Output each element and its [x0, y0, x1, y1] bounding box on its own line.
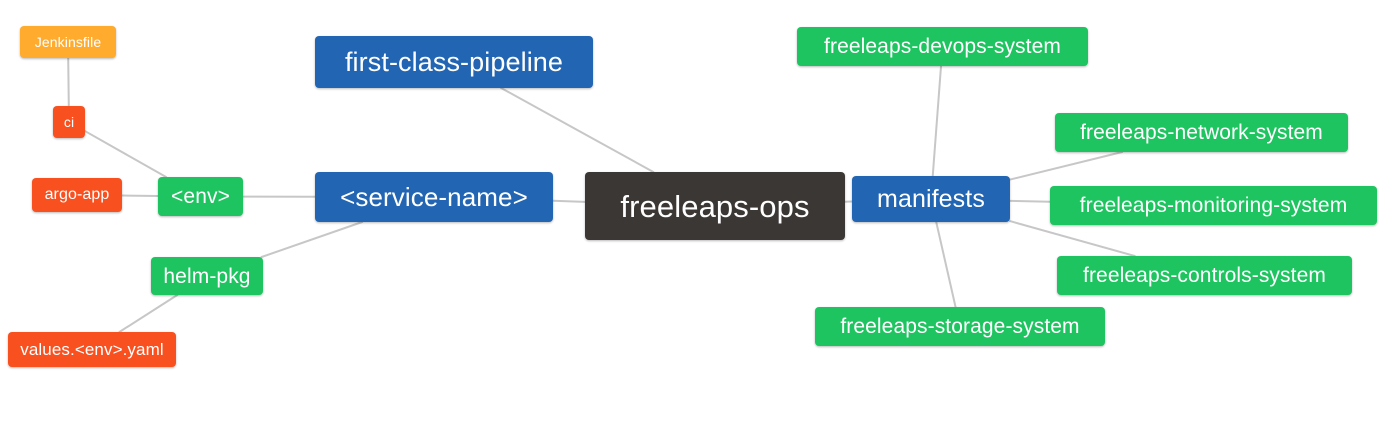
- edge-service_name-to-helm_pkg: [260, 221, 364, 258]
- node-label: values.<env>.yaml: [20, 340, 164, 359]
- node-label: freeleaps-storage-system: [840, 315, 1080, 338]
- node-label: <env>: [171, 185, 230, 208]
- node-label: freeleaps-monitoring-system: [1079, 194, 1348, 217]
- edge-manifests-to-network_system: [1009, 151, 1124, 181]
- node-helm-pkg[interactable]: helm-pkg: [151, 257, 263, 295]
- node-env[interactable]: <env>: [158, 177, 243, 216]
- node-service-name[interactable]: <service-name>: [315, 172, 553, 222]
- edge-env-to-ci: [84, 130, 168, 178]
- node-jenkinsfile[interactable]: Jenkinsfile: [20, 26, 116, 58]
- node-label: Jenkinsfile: [34, 34, 102, 50]
- edge-helm_pkg-to-values_yaml: [118, 294, 179, 333]
- node-label: argo-app: [44, 186, 110, 203]
- node-freeleaps-controls-system[interactable]: freeleaps-controls-system: [1057, 256, 1352, 295]
- node-label: first-class-pipeline: [344, 46, 564, 77]
- node-label: <service-name>: [340, 182, 528, 212]
- edge-manifests-to-controls_system: [1009, 220, 1136, 257]
- node-freeleaps-network-system[interactable]: freeleaps-network-system: [1055, 113, 1348, 152]
- node-first-class-pipeline[interactable]: first-class-pipeline: [315, 36, 593, 88]
- node-values-yaml[interactable]: values.<env>.yaml: [8, 332, 176, 367]
- node-freeleaps-ops[interactable]: freeleaps-ops: [585, 172, 845, 240]
- node-freeleaps-storage-system[interactable]: freeleaps-storage-system: [815, 307, 1105, 346]
- node-label: freeleaps-devops-system: [824, 35, 1061, 58]
- edge-root-to-first_class_pipeline: [500, 87, 655, 173]
- node-freeleaps-monitoring-system[interactable]: freeleaps-monitoring-system: [1050, 186, 1377, 225]
- edge-root-to-service_name: [552, 199, 586, 203]
- edge-ci-to-jenkinsfile: [67, 57, 70, 107]
- node-argo-app[interactable]: argo-app: [32, 178, 122, 212]
- node-label: freeleaps-network-system: [1080, 121, 1323, 144]
- edge-manifests-to-devops_system: [931, 65, 943, 177]
- node-label: freeleaps-ops: [620, 188, 810, 224]
- node-label: manifests: [877, 184, 985, 213]
- node-label: freeleaps-controls-system: [1083, 264, 1326, 287]
- node-manifests[interactable]: manifests: [852, 176, 1010, 222]
- edge-manifests-to-storage_system: [935, 221, 957, 308]
- node-label: ci: [63, 114, 75, 130]
- node-label: helm-pkg: [163, 264, 251, 288]
- node-ci[interactable]: ci: [53, 106, 85, 138]
- edge-manifests-to-monitoring_system: [1009, 199, 1051, 203]
- node-freeleaps-devops-system[interactable]: freeleaps-devops-system: [797, 27, 1088, 66]
